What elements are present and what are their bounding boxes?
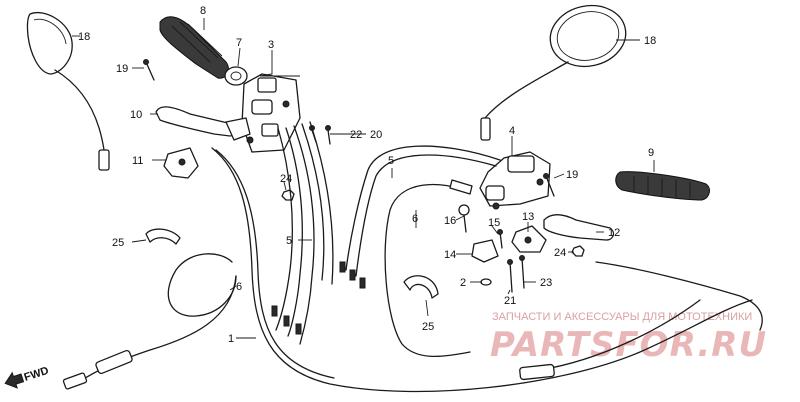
callout-14: 13 [522, 211, 534, 223]
small-hardware [143, 59, 585, 299]
callout-19-left: 19 [116, 63, 128, 75]
left-grip [159, 16, 248, 86]
leader-lines [72, 18, 655, 339]
callout-9: 8 [200, 5, 206, 17]
callout-10: 9 [648, 147, 654, 159]
fwd-label: FWD [23, 365, 51, 384]
callout-20: 20 [370, 129, 382, 141]
brake-lever-bracket [511, 225, 547, 253]
watermark-brand: PARTSFOR.RU [490, 325, 767, 365]
callout-3: 3 [268, 39, 274, 51]
callouts: 18 18 8 7 3 19 10 11 20 22 24 5 25 6 1 4… [78, 5, 656, 345]
left-switch-housing [241, 73, 301, 153]
clutch-lever [155, 106, 251, 141]
callout-18-left: 18 [78, 31, 90, 43]
cables [62, 121, 763, 393]
right-grip [615, 171, 710, 201]
callout-21: 21 [504, 295, 516, 307]
callout-22: 22 [350, 129, 362, 141]
fwd-indicator: FWD [4, 365, 51, 389]
right-switch-housing [479, 151, 551, 210]
lever-bracket [163, 147, 199, 179]
callout-24-right: 24 [554, 247, 566, 259]
callout-16: 15 [488, 217, 500, 229]
callout-17: 16 [444, 215, 456, 227]
callout-19-right: 19 [566, 169, 578, 181]
callout-8: 7 [236, 37, 242, 49]
right-mirror [480, 4, 627, 141]
callout-11: 10 [130, 109, 142, 121]
callout-18-right: 18 [644, 35, 656, 47]
callout-2: 2 [460, 277, 466, 289]
callout-12: 11 [132, 155, 143, 167]
callout-6-label: 6 [412, 213, 418, 225]
callout-15: 14 [444, 249, 456, 261]
callout-5-left: 5 [286, 235, 292, 247]
left-mirror [26, 12, 110, 171]
callout-4: 4 [509, 125, 515, 137]
watermark: ЗАПЧАСТИ И АКСЕССУАРЫ ДЛЯ МОТОТЕХНИКИ PA… [490, 311, 767, 365]
brake-lever [543, 214, 615, 241]
callout-23: 23 [540, 277, 552, 289]
callout-13: 12 [608, 227, 620, 239]
callout-5-right: 5 [388, 155, 394, 167]
watermark-tagline: ЗАПЧАСТИ И АКСЕССУАРЫ ДЛЯ МОТОТЕХНИКИ [492, 311, 752, 323]
fwd-arrow-icon [4, 371, 25, 389]
callout-24-left: 24 [280, 173, 292, 185]
callout-1: 1 [228, 333, 234, 345]
callout-25-left: 25 [112, 237, 124, 249]
callout-7: 6 [236, 281, 242, 293]
callout-25-right: 25 [422, 321, 434, 333]
